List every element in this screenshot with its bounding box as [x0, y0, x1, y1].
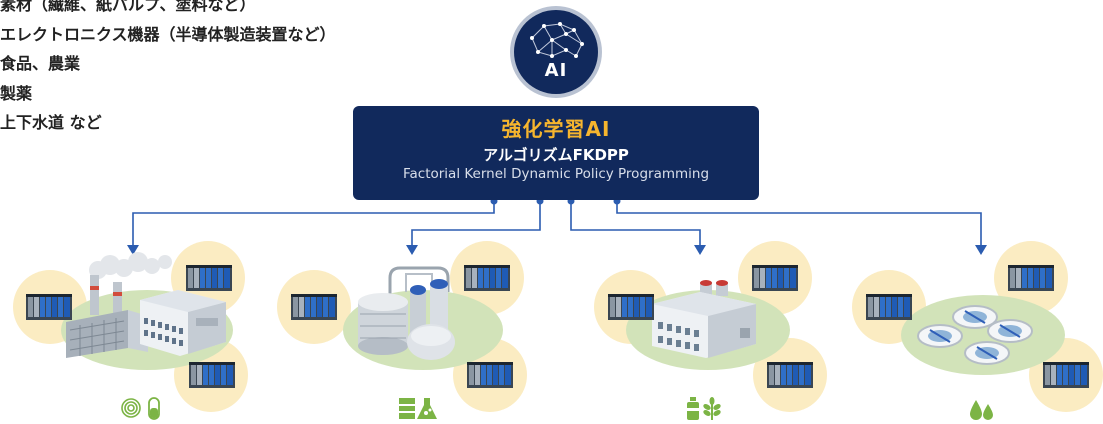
fiber-roll-icon [121, 398, 141, 418]
ai-box-title: 強化学習AI [501, 117, 611, 141]
industry-item: 上下水道 など [0, 113, 102, 132]
plant-water [852, 241, 1103, 412]
ai-box-subtitle: Factorial Kernel Dynamic Policy Programm… [402, 166, 710, 182]
controller-unit [26, 294, 72, 320]
controller-unit [608, 294, 654, 320]
chimney [90, 275, 99, 315]
flask-icon [417, 398, 437, 419]
controller-unit [752, 265, 798, 291]
industry-item: 素材（繊維、紙パルプ、塗料など） [0, 0, 256, 14]
wheat-icon [703, 397, 721, 420]
plant-chemical [277, 241, 527, 412]
ai-box-algorithm: アルゴリズムFKDPP [483, 146, 629, 164]
industry-list: 素材（繊維、紙パルプ、塗料など） エレクトロニクス機器（半導体製造装置など） 食… [0, 0, 336, 138]
controller-unit [866, 294, 912, 320]
controller-unit [464, 265, 510, 291]
ground [901, 295, 1065, 375]
controller-unit [189, 362, 235, 388]
controller-unit [767, 362, 813, 388]
industry-item: 製薬 [0, 83, 33, 103]
controller-unit [1043, 362, 1089, 388]
plant-factory [13, 241, 248, 412]
window-row [144, 318, 183, 346]
chimney [113, 282, 122, 316]
window-row [658, 322, 699, 351]
connector-lines [132, 200, 982, 247]
smoke [89, 252, 172, 279]
capsule-icon [148, 397, 160, 420]
oil-drum-icon [399, 398, 415, 419]
water-drops-icon [970, 400, 993, 420]
ai-info-box: 強化学習AI アルゴリズムFKDPP Factorial Kernel Dyna… [353, 106, 759, 200]
controller-unit [467, 362, 513, 388]
plant-food [594, 241, 827, 412]
controller-unit [291, 294, 337, 320]
connector-arrowheads [127, 245, 987, 255]
industry-item: エレクトロニクス機器（半導体製造装置など） [0, 24, 336, 44]
bottle-icon [687, 397, 699, 420]
industry-item: 食品、農業 [0, 54, 81, 73]
controller-unit [186, 265, 232, 291]
ai-brain-badge [510, 6, 602, 98]
controller-unit [1008, 265, 1054, 291]
ai-badge-label: AI [544, 60, 568, 81]
